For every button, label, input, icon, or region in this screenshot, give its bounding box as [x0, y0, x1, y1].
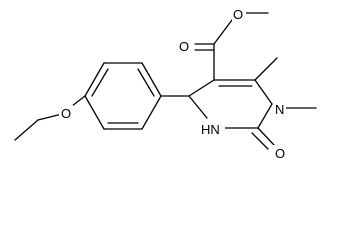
bond-benzene-inner-2: [137, 68, 155, 97]
bond-c6-methyl: [254, 57, 278, 81]
bond-benzene-4: [141, 95, 162, 130]
bond-ester-c-o-single: [213, 19, 233, 45]
bond-benzene-inner-1: [91, 68, 109, 97]
atom-label-nh: HN: [201, 122, 220, 137]
atom-label-n-methyl: N: [275, 102, 284, 117]
bond-benzene-1: [84, 62, 105, 97]
atom-label-ester-carbonyl-oxygen: O: [179, 39, 189, 54]
molecule-structure: O O O N HN O: [14, 6, 317, 161]
bond-n1-c2: [257, 103, 273, 129]
atom-label-methoxy-oxygen: O: [233, 7, 243, 22]
molecule-canvas: O O O N HN O: [14, 6, 317, 161]
bond-n3-c4: [188, 95, 208, 119]
bond-c2-o-double: [251, 132, 269, 150]
bond-benzene-3: [141, 62, 162, 97]
bond-ethyl-ch2-o: [37, 113, 63, 121]
bond-o-aryl: [71, 95, 86, 107]
atom-label-ether-oxygen: O: [61, 106, 71, 121]
bond-c6-n1: [254, 79, 273, 105]
bond-benzene-6: [84, 95, 105, 130]
bond-c2-o: [257, 127, 275, 146]
bond-c4-c5: [188, 79, 215, 97]
bond-ethyl-ch3-ch2: [14, 119, 39, 141]
atom-label-urea-carbonyl-oxygen: O: [275, 146, 285, 161]
